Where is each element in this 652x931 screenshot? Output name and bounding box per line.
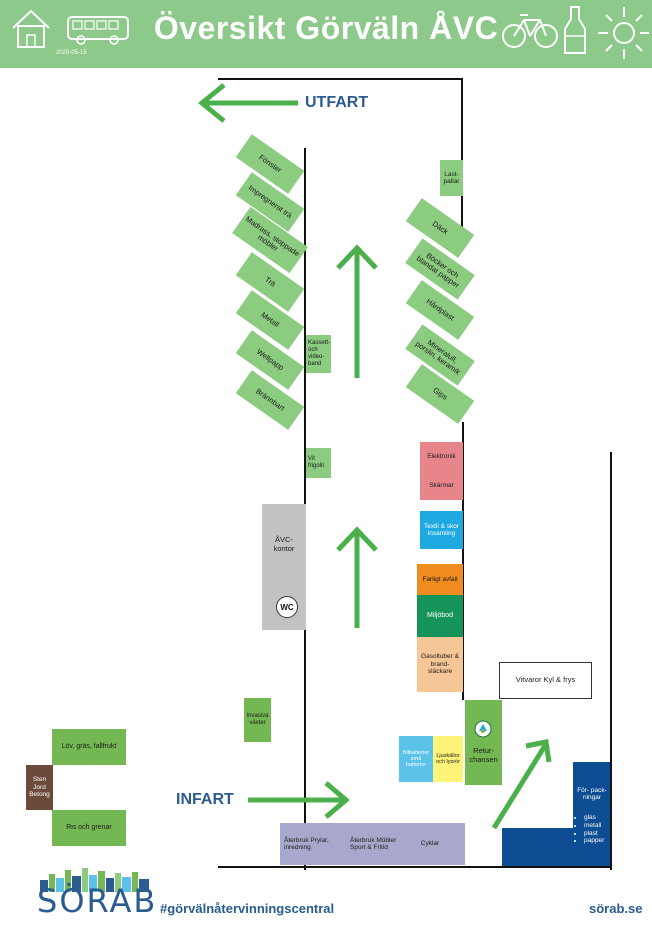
exit-arrow [198,83,298,123]
station-cyklar: Cyklar [420,840,440,848]
up-arrow-upper [336,244,378,378]
station-gasoltuber: Gasoltuber & brand- släckare [417,637,463,692]
bus-icon [67,16,129,45]
top-boundary-line [218,78,462,80]
bicycle-icon [502,14,558,48]
station-invasiva: Invasiva växter [244,698,271,742]
sorab-logo: SÖRAB [37,882,158,920]
entrance-label: INFART [176,791,234,808]
forpackningar-block [573,762,610,866]
station-skarmar: Skärmar [420,471,463,500]
hashtag: #görvälnåtervinningscentral [160,901,335,916]
forpackningar-title: För- pack- ningar [577,786,607,801]
header-banner [0,0,652,68]
right-outer-line [610,452,612,870]
website-link[interactable]: sörab.se [589,901,643,916]
station-textil: Textil & skor insamling [420,511,463,549]
station-lastpallar: Last- pallar [440,160,463,196]
forpackning-plast: plast [584,830,610,838]
forpackning-glas: glas [584,814,610,822]
station-elektronik: Elektronik [420,442,463,471]
sun-icon [598,7,649,59]
forpackning-metall: metall [584,822,610,830]
station-miljobod: Miljöbod [417,595,463,637]
station-vitvaror: Vitvaror Kyl & frys [499,662,592,699]
diagonal-arrow [491,739,552,830]
station-aterbruk-prylar: Återbruk Prylar, inredning [284,836,329,851]
station-aterbruk-mobler: Återbruk Möbler Sport & Fritid [350,836,397,851]
recycle-icon [474,720,492,738]
right-mid-line [462,422,464,700]
header-date: 2020-05-15 [56,50,87,56]
station-ris-grenar: Ris och grenar [52,810,126,846]
bottle-icon [564,6,586,54]
forpackning-papper: papper [584,837,610,845]
page-title: Översikt Görväln ÅVC [153,10,499,46]
station-kassett: Kassett- och video- band [306,335,331,373]
station-lov-gras: Löv, gräs, fallfrukt [52,729,126,765]
house-icon [12,9,50,48]
station-ljuskallor: Ljuskällor och lysrör [433,736,463,782]
skyline-graphic [40,868,149,892]
wc-badge: WC [276,596,298,618]
exit-label: UTFART [305,94,369,111]
station-farligt-avfall: Farligt avfall [417,564,463,595]
station-sten-jord: Sten Jord Betong [26,765,53,810]
aterbruk-strip [280,823,465,865]
station-batterier: Bilbatterier små batterier [399,736,433,782]
station-returchansen: Retur- chansen [465,700,502,785]
entrance-arrow [248,781,350,819]
forpackningar-list: glas metall plast papper [576,814,610,845]
station-vit-frigolit: Vit frigolit [306,448,331,478]
bottom-boundary-line [218,866,612,868]
up-arrow-lower [336,526,378,628]
